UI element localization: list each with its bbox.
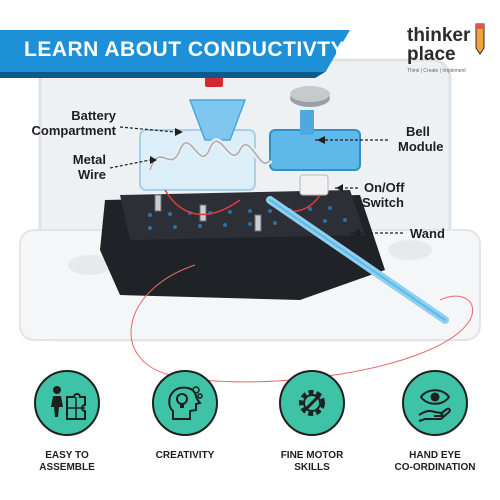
brand-line2: place	[407, 44, 456, 65]
callout-battery: Battery Compartment	[31, 108, 116, 138]
feature-creativity: CREATIVITY	[140, 370, 230, 462]
feature-fine-motor-skills: FINE MOTOR SKILLS	[267, 370, 357, 474]
head-bulb-icon	[168, 386, 203, 420]
long-wire	[130, 264, 474, 383]
callout-on-off: On/Off Switch	[362, 180, 405, 210]
puzzle-person-icon	[51, 386, 86, 420]
brand-tagline: Think | Create | Implement	[407, 68, 466, 74]
brand-line1: thinker	[407, 25, 471, 46]
banner-shadow	[0, 72, 325, 78]
feature-hand-eye-coordination: HAND EYE CO-ORDINATION	[385, 370, 485, 474]
banner-title: LEARN ABOUT CONDUCTIVTY	[24, 38, 346, 61]
callout-metal-wire: Metal Wire	[72, 152, 106, 182]
hand-eye-icon	[418, 389, 451, 422]
on-off-switch	[299, 174, 329, 196]
gear-pencil-icon	[299, 390, 325, 416]
brand-logo: thinker place Think | Create | Implement	[407, 26, 492, 81]
title-banner: LEARN ABOUT CONDUCTIVTY	[0, 30, 350, 72]
callout-bell: Bell Module	[398, 124, 444, 154]
bell-module	[269, 129, 361, 171]
feature-easy-to-assemble: EASY TO ASSEMBLE	[22, 370, 112, 474]
pencil-icon	[475, 23, 485, 55]
callout-wand: Wand	[410, 226, 445, 241]
